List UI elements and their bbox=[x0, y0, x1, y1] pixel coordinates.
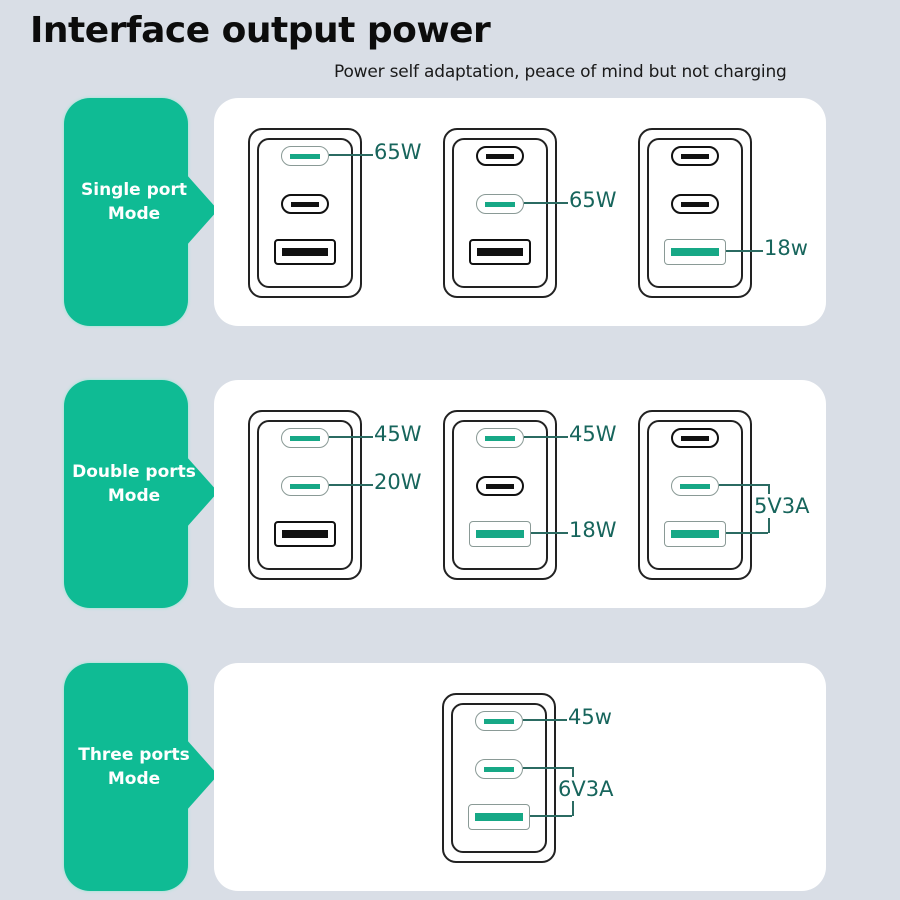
output-value: 65W bbox=[569, 188, 617, 212]
port-slot bbox=[485, 435, 515, 441]
usb-a-port bbox=[469, 521, 531, 547]
mode-label: Single port Mode bbox=[81, 180, 187, 224]
usb-c-port bbox=[476, 428, 524, 448]
bracket-line bbox=[719, 484, 768, 486]
charger-face bbox=[257, 138, 353, 288]
usb-c-port bbox=[476, 476, 524, 496]
usb-a-port bbox=[274, 521, 336, 547]
port-slot bbox=[475, 813, 523, 821]
port-slot bbox=[282, 248, 328, 256]
output-value: 18w bbox=[764, 236, 808, 260]
usb-c-port bbox=[281, 428, 329, 448]
charger-face bbox=[647, 138, 743, 288]
charger-diagram bbox=[443, 128, 557, 298]
charger-diagram bbox=[443, 410, 557, 580]
usb-c-port bbox=[476, 194, 524, 214]
leader-line bbox=[329, 436, 373, 438]
port-slot bbox=[485, 201, 515, 207]
usb-a-port bbox=[664, 239, 726, 265]
usb-a-port bbox=[274, 239, 336, 265]
leader-line bbox=[329, 484, 373, 486]
shared-output-value: 6V3A bbox=[556, 777, 616, 801]
output-value: 45W bbox=[569, 422, 617, 446]
port-slot bbox=[486, 483, 514, 489]
output-value: 18W bbox=[569, 518, 617, 542]
usb-c-port bbox=[671, 146, 719, 166]
leader-line bbox=[726, 250, 763, 252]
page-subtitle: Power self adaptation, peace of mind but… bbox=[334, 62, 787, 82]
charger-diagram bbox=[638, 410, 752, 580]
charger-face bbox=[647, 420, 743, 570]
charger-face bbox=[257, 420, 353, 570]
usb-c-port bbox=[281, 194, 329, 214]
charger-diagram bbox=[442, 693, 556, 863]
usb-a-port bbox=[469, 239, 531, 265]
charger-diagram bbox=[248, 128, 362, 298]
mode-tag: Double ports Mode bbox=[64, 380, 218, 608]
usb-c-port bbox=[671, 428, 719, 448]
bracket-line bbox=[530, 815, 572, 817]
charger-face bbox=[451, 703, 547, 853]
output-value: 45W bbox=[374, 422, 422, 446]
leader-line bbox=[524, 202, 568, 204]
port-slot bbox=[486, 153, 514, 159]
mode-label: Double ports Mode bbox=[72, 462, 196, 506]
usb-c-port bbox=[281, 476, 329, 496]
page-title: Interface output power bbox=[30, 10, 491, 51]
charger-face bbox=[452, 138, 548, 288]
port-slot bbox=[476, 530, 524, 538]
port-slot bbox=[681, 153, 709, 159]
leader-line bbox=[524, 436, 568, 438]
usb-c-port bbox=[671, 476, 719, 496]
port-slot bbox=[671, 248, 719, 256]
port-slot bbox=[680, 483, 710, 489]
charger-face bbox=[452, 420, 548, 570]
output-value: 20W bbox=[374, 470, 422, 494]
leader-line bbox=[329, 154, 373, 156]
usb-c-port bbox=[475, 711, 523, 731]
mode-tag: Single port Mode bbox=[64, 98, 218, 326]
shared-output-value: 5V3A bbox=[752, 494, 812, 518]
leader-line bbox=[523, 719, 567, 721]
output-value: 45w bbox=[568, 705, 612, 729]
usb-a-port bbox=[468, 804, 530, 830]
mode-tag: Three ports Mode bbox=[64, 663, 218, 891]
bracket-line bbox=[726, 532, 768, 534]
port-slot bbox=[681, 435, 709, 441]
usb-c-port bbox=[671, 194, 719, 214]
usb-a-port bbox=[664, 521, 726, 547]
port-slot bbox=[290, 435, 320, 441]
port-slot bbox=[484, 718, 514, 724]
output-value: 65W bbox=[374, 140, 422, 164]
mode-label: Three ports Mode bbox=[78, 745, 190, 789]
port-slot bbox=[282, 530, 328, 538]
port-slot bbox=[671, 530, 719, 538]
port-slot bbox=[291, 201, 319, 207]
port-slot bbox=[484, 766, 514, 772]
usb-c-port bbox=[281, 146, 329, 166]
port-slot bbox=[290, 153, 320, 159]
port-slot bbox=[681, 201, 709, 207]
usb-c-port bbox=[476, 146, 524, 166]
usb-c-port bbox=[475, 759, 523, 779]
bracket-line bbox=[523, 767, 572, 769]
port-slot bbox=[290, 483, 320, 489]
charger-diagram bbox=[248, 410, 362, 580]
port-slot bbox=[477, 248, 523, 256]
charger-diagram bbox=[638, 128, 752, 298]
leader-line bbox=[531, 532, 568, 534]
